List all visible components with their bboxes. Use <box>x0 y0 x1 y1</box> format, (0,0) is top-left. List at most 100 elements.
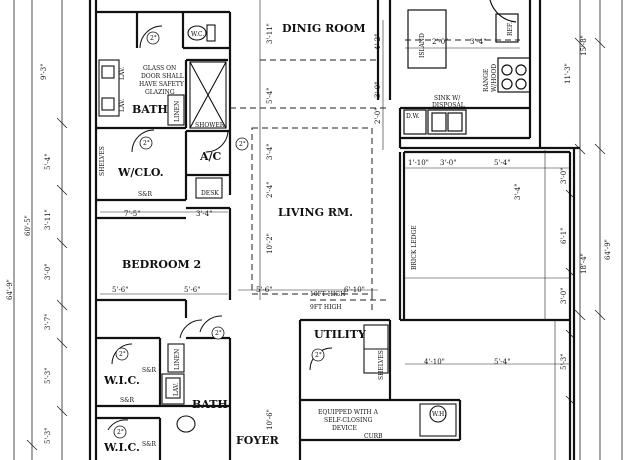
dim-label: 5'-6" <box>184 286 200 294</box>
dim-label: 18'-4" <box>580 253 588 274</box>
note-sr-1: S&R <box>138 191 152 198</box>
note-linen-lower: LINEN <box>174 349 181 370</box>
dim-label: 4'-2" <box>374 34 382 50</box>
refrigerator <box>495 13 519 43</box>
dim-label: 3'-11" <box>44 209 52 230</box>
walls <box>88 0 580 460</box>
toilet-lower <box>176 415 196 433</box>
note-shelves-upper: SHELVES <box>99 146 106 176</box>
dim-label: 4'-10" <box>424 358 445 366</box>
linen-lower <box>167 343 185 373</box>
room-label-bedroom2: BEDROOM 2 <box>122 258 201 271</box>
dim-label: 2'-0" <box>374 108 382 124</box>
dim-label: 5'-4" <box>494 159 510 167</box>
note-curb: CURB <box>364 433 383 440</box>
kitchen-fixtures <box>403 0 531 135</box>
lav-upper-2 <box>101 97 115 111</box>
note-closing-3: DEVICE <box>332 425 357 432</box>
dim-label: 64'-9" <box>604 239 612 260</box>
water-heater-closet <box>419 403 457 437</box>
outer-dimension-lines <box>13 0 623 460</box>
dim-label: 9'-3" <box>40 64 48 80</box>
dim-label: 3'-4" <box>266 144 274 160</box>
dim-label: 3'-0" <box>440 159 456 167</box>
range <box>497 57 531 93</box>
kitchen-island <box>407 9 447 69</box>
door-tag-label: 2° <box>150 35 157 42</box>
dim-label: 3'-0" <box>560 288 568 304</box>
linen-upper <box>167 94 185 126</box>
note-9ft-high: 9FT HIGH <box>310 304 342 311</box>
room-label-living: LIVING RM. <box>278 206 353 219</box>
dim-label: 6'-10" <box>344 286 365 294</box>
dim-label: 3'-4" <box>514 184 522 200</box>
note-shower: SHOWER <box>195 122 225 129</box>
lav-upper-1 <box>101 65 115 79</box>
dim-label: 10'-2" <box>266 233 274 254</box>
dim-label: 5'-3" <box>44 368 52 384</box>
dishwasher <box>403 109 427 135</box>
dim-label: 3'-7" <box>44 314 52 330</box>
dim-label: 60'-5" <box>24 215 32 236</box>
note-sr-4: S&R <box>142 441 156 448</box>
room-label-foyer: FOYER <box>236 434 280 447</box>
note-linen-upper: LINEN <box>174 101 181 122</box>
dim-label: 5'-3" <box>560 354 568 370</box>
dim-label: 5'-4" <box>494 358 510 366</box>
toilet-upper <box>187 25 207 41</box>
note-sink-2: DISPOSAL <box>432 102 465 109</box>
lav-lower <box>165 377 181 399</box>
note-brick-ledge: BRICK LEDGE <box>411 225 418 270</box>
dim-label: 3'-11" <box>266 23 274 44</box>
door-tag-label: 2° <box>315 352 322 359</box>
note-lav-3: LAV. <box>173 383 180 396</box>
note-10ft-high: 10FT HIGH <box>310 291 345 298</box>
note-range-2: W/HOOD <box>491 64 498 92</box>
dashed-ceiling-lines <box>230 39 520 310</box>
dim-label: 6'-1" <box>560 228 568 244</box>
note-sink-1: SINK W/ <box>434 95 461 102</box>
door-tag-label: 2° <box>117 429 124 436</box>
note-glass-1: GLASS ON <box>143 65 176 72</box>
dim-label: 3'-4" <box>196 210 212 218</box>
dim-label: 2'-4" <box>266 182 274 198</box>
dim-label: 2'-0" <box>432 38 448 46</box>
note-wh: W.H. <box>432 411 446 418</box>
label-ref: REF. <box>507 22 514 36</box>
dim-label: 1'-10" <box>408 159 429 167</box>
label-desk: DESK <box>201 190 219 197</box>
room-label-bath-upper: BATH <box>132 103 168 116</box>
dim-label: 10'-6" <box>266 409 274 430</box>
room-label-bath-lower: BATH <box>192 398 228 411</box>
door-tag-label: 2° <box>215 330 222 337</box>
water-heater <box>429 405 447 423</box>
dim-label: 7'-5" <box>124 210 140 218</box>
door-tags <box>113 31 325 439</box>
room-label-wic2: W.I.C. <box>103 441 140 454</box>
dim-label: 3'-4" <box>470 38 486 46</box>
dim-label: 5'-3" <box>44 428 52 444</box>
dim-label: 5'-4" <box>266 88 274 104</box>
note-range-1: RANGE <box>483 69 490 92</box>
note-lav-2: LAV. <box>119 99 126 112</box>
note-dw: D.W. <box>406 113 420 120</box>
door-tag-label: 2° <box>143 140 150 147</box>
dim-label: 3'-0" <box>374 82 382 98</box>
dim-label: 5'-4" <box>44 154 52 170</box>
shower-upper <box>189 61 227 129</box>
note-closing-2: SELF-CLOSING <box>324 417 373 424</box>
door-tag-label: 2° <box>119 351 126 358</box>
note-glass-2: DOOR SHALL <box>141 73 184 80</box>
note-glass-3: HAVE SAFETY <box>139 81 185 88</box>
dim-label: 3'-0" <box>44 264 52 280</box>
note-sr-2: S&R <box>142 367 156 374</box>
bath-fixtures <box>98 24 457 437</box>
room-label-wic1: W.I.C. <box>103 374 140 387</box>
dim-label: 5'-6" <box>256 286 272 294</box>
dim-label: 3'-0" <box>560 168 568 184</box>
dim-label: 15'-8" <box>580 35 588 56</box>
interior-dimension-lines <box>100 0 570 460</box>
room-label-wclo: W/CLO. <box>117 166 164 179</box>
note-glass-4: GLAZING <box>145 89 175 96</box>
